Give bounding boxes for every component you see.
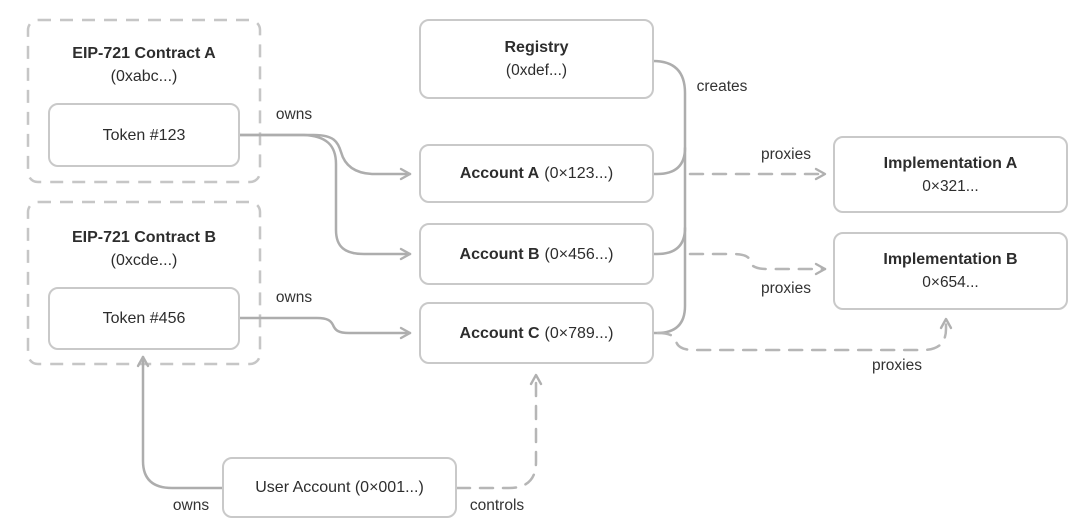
contract-b-heading: EIP-721 Contract B (0xcde...) bbox=[28, 226, 260, 272]
contract-b-title: EIP-721 Contract B bbox=[71, 229, 217, 246]
contract-a-heading: EIP-721 Contract A (0xabc...) bbox=[28, 42, 260, 88]
edge-accountB-proxies-implB bbox=[688, 252, 827, 276]
account-b-node[interactable]: Account B (0×456...) bbox=[419, 223, 654, 285]
implementation-a-address: 0×321... bbox=[922, 177, 979, 195]
contract-a-address: (0xabc...) bbox=[110, 68, 178, 85]
account-c-name: Account C bbox=[459, 324, 540, 342]
edge-label-owns-token123: owns bbox=[275, 106, 313, 123]
account-a-address: (0×123...) bbox=[544, 165, 614, 182]
account-c-node[interactable]: Account C (0×789...) bbox=[419, 302, 654, 364]
edge-accountC-proxies-implB bbox=[656, 317, 953, 352]
account-b-name: Account B bbox=[459, 245, 540, 263]
contract-a-title: EIP-721 Contract A bbox=[72, 45, 216, 62]
user-account-label: User Account (0×001...) bbox=[255, 479, 424, 496]
edge-label-controls: controls bbox=[469, 497, 525, 514]
edge-token123-owns-accountA bbox=[238, 133, 412, 181]
implementation-a-node[interactable]: Implementation A 0×321... bbox=[833, 136, 1068, 213]
implementation-b-node[interactable]: Implementation B 0×654... bbox=[833, 232, 1068, 310]
token-123-node[interactable]: Token #123 bbox=[48, 103, 240, 167]
contract-a-container-border bbox=[26, 18, 262, 184]
edge-token456-owns-accountC bbox=[238, 316, 412, 340]
implementation-b-address: 0×654... bbox=[922, 274, 979, 291]
implementation-b-title: Implementation B bbox=[883, 251, 1018, 268]
edge-user-owns-token456 bbox=[136, 355, 224, 490]
account-c-address: (0×789...) bbox=[544, 324, 614, 342]
registry-node[interactable]: Registry (0xdef...) bbox=[419, 19, 654, 99]
token-456-node[interactable]: Token #456 bbox=[48, 287, 240, 350]
account-a-node[interactable]: Account A (0×123...) bbox=[419, 144, 654, 203]
edge-label-proxies-c: proxies bbox=[872, 357, 922, 374]
token-123-label: Token #123 bbox=[102, 126, 186, 144]
registry-address: (0xdef...) bbox=[505, 62, 568, 79]
account-b-address: (0×456...) bbox=[544, 245, 614, 263]
registry-title: Registry bbox=[504, 39, 569, 56]
edge-registry-creates-trunk bbox=[651, 59, 687, 335]
edge-label-owns-user: owns bbox=[172, 497, 210, 514]
user-account-node[interactable]: User Account (0×001...) bbox=[222, 457, 457, 518]
implementation-a-title: Implementation A bbox=[883, 154, 1018, 172]
edge-label-proxies-a: proxies bbox=[761, 146, 811, 163]
edge-token123-owns-accountB bbox=[238, 133, 412, 261]
account-a-name: Account A bbox=[459, 165, 540, 182]
edge-creates-branch-accountB bbox=[652, 226, 687, 256]
contract-b-address: (0xcde...) bbox=[110, 252, 178, 269]
token-456-label: Token #456 bbox=[102, 310, 186, 327]
edge-label-creates: creates bbox=[696, 78, 748, 95]
edge-label-proxies-b: proxies bbox=[761, 280, 811, 297]
edge-creates-branch-accountA bbox=[652, 146, 687, 176]
edge-label-owns-token456: owns bbox=[275, 289, 313, 306]
edge-user-controls-accountC bbox=[455, 373, 543, 490]
